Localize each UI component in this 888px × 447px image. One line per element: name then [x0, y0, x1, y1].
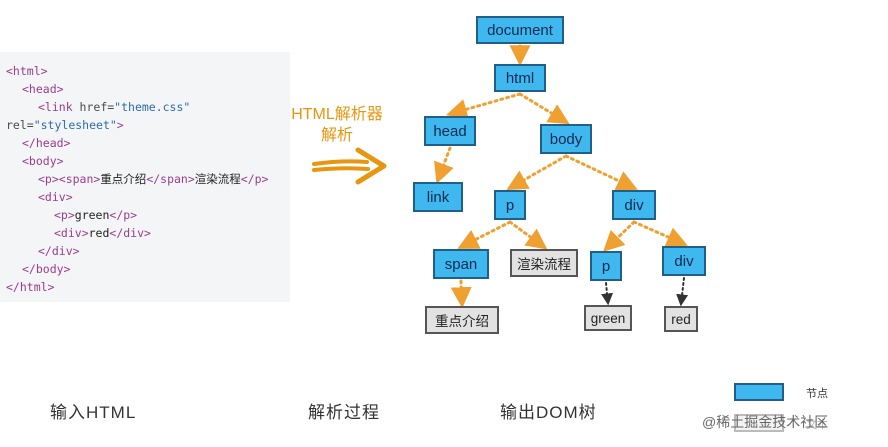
- element-node-div1: div: [612, 190, 656, 220]
- parser-label-line-2: 解析: [320, 127, 353, 144]
- text-node-text-focus: 重点介绍: [425, 306, 499, 334]
- code-line: <link href="theme.css": [38, 98, 190, 116]
- code-token: </p>: [109, 208, 138, 222]
- tree-edge-span-text_focus: [450, 279, 472, 309]
- code-line: <p><span>重点介绍</span>渲染流程</p>: [38, 170, 268, 188]
- code-token: 渲染流程: [194, 172, 241, 186]
- parse-arrow-icon: [312, 147, 387, 185]
- code-token: </div>: [38, 244, 80, 258]
- tree-edge-html-body: [518, 92, 570, 125]
- parser-label-line-1: HTML解析器: [291, 106, 383, 123]
- element-node-document: document: [476, 16, 564, 44]
- code-token: </p>: [240, 172, 269, 186]
- code-token: </span>: [146, 172, 195, 186]
- code-token: "theme.css": [114, 100, 191, 114]
- element-node-html: html: [494, 64, 546, 92]
- legend-node-swatch: [734, 383, 784, 401]
- caption-output: 输出DOM树: [500, 403, 597, 422]
- tree-edge-div1-p2: [602, 220, 636, 252]
- code-token: <p>: [54, 208, 75, 222]
- code-line: <div>: [38, 188, 73, 206]
- code-token: </div>: [109, 226, 151, 240]
- tree-edge-body-div1: [564, 154, 638, 191]
- code-token: <html>: [6, 64, 48, 78]
- code-token: rel=: [6, 118, 34, 132]
- code-token: <p><span>: [38, 172, 101, 186]
- code-line: </head>: [22, 134, 70, 152]
- code-line: <div>red</div>: [54, 224, 151, 242]
- tree-edge-body-p1: [506, 154, 568, 191]
- code-token: green: [74, 208, 110, 222]
- tree-edge-div1-div2: [632, 220, 688, 247]
- code-line: </html>: [6, 278, 54, 296]
- element-node-span: span: [433, 249, 489, 279]
- code-token: <body>: [22, 154, 64, 168]
- element-node-div2: div: [662, 246, 706, 276]
- code-token: red: [88, 226, 110, 240]
- code-token: <div>: [38, 190, 73, 204]
- code-token: <head>: [22, 82, 64, 96]
- element-node-body: body: [540, 124, 592, 154]
- element-node-link: link: [413, 182, 463, 212]
- tree-edge-html-head: [445, 92, 522, 120]
- code-token: href=: [79, 100, 115, 114]
- html-source-panel: <html><head><link href="theme.css"rel="s…: [0, 52, 290, 302]
- code-line: rel="stylesheet">: [6, 116, 124, 134]
- tree-edge-head-link: [434, 146, 454, 184]
- code-line: </div>: [38, 242, 80, 260]
- tree-edge-p1-span: [457, 220, 512, 249]
- code-line: </body>: [22, 260, 70, 278]
- code-token: <div>: [54, 226, 89, 240]
- text-node-text-green: green: [584, 305, 632, 331]
- tree-edge-p1-text_render: [508, 220, 548, 250]
- element-node-p1: p: [494, 190, 526, 220]
- caption-input: 输入HTML: [50, 403, 137, 422]
- parser-label: HTML解析器 解析: [282, 104, 392, 146]
- text-node-text-red: red: [664, 306, 698, 332]
- code-token: <link: [38, 100, 80, 114]
- caption-process: 解析过程: [308, 403, 380, 422]
- code-token: </body>: [22, 262, 71, 276]
- element-node-p2: p: [590, 251, 622, 281]
- tree-edge-div2-text_red: [676, 277, 689, 307]
- text-node-text-render: 渲染流程: [510, 249, 578, 277]
- code-line: <head>: [22, 80, 64, 98]
- site-watermark: @稀土掘金技术社区: [698, 410, 833, 434]
- element-node-head: head: [424, 116, 476, 146]
- tree-edge-p2-text_green: [601, 282, 614, 306]
- code-line: <p>green</p>: [54, 206, 137, 224]
- code-line: <html>: [6, 62, 48, 80]
- code-token: </head>: [22, 136, 71, 150]
- code-token: "stylesheet": [33, 118, 117, 132]
- code-line: <body>: [22, 152, 64, 170]
- code-token: </html>: [6, 280, 55, 294]
- code-token: 重点介绍: [100, 172, 147, 186]
- legend-node-label: 节点: [806, 388, 828, 400]
- code-token: >: [116, 118, 124, 132]
